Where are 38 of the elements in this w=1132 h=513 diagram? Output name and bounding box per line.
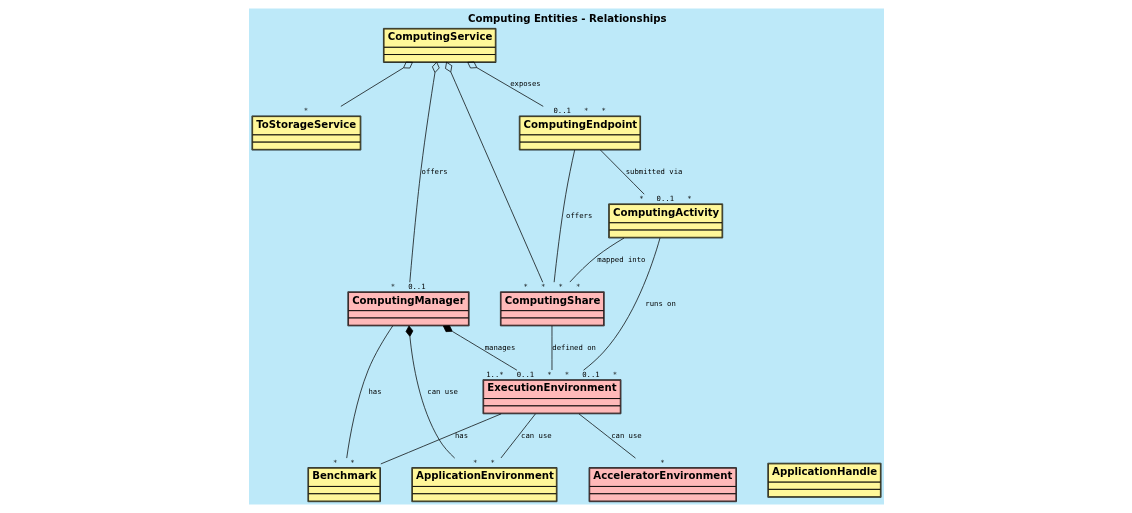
edge-label: manages xyxy=(484,342,515,352)
connector xyxy=(444,61,543,283)
edge-label: can use xyxy=(426,386,458,396)
connector xyxy=(578,413,636,459)
node-label: 1..* 0..1 * * 0..1 * xyxy=(485,369,617,379)
connector xyxy=(379,413,501,465)
edge-label: has xyxy=(454,430,468,440)
connector xyxy=(405,325,455,459)
node-label: * 0..1 * xyxy=(638,193,692,203)
edge-label: has xyxy=(368,386,382,396)
edge-label: runs on xyxy=(644,298,676,308)
connector xyxy=(569,237,624,283)
node-label: * 0..1 xyxy=(390,281,426,291)
connector xyxy=(442,325,517,371)
connector xyxy=(553,149,575,283)
node-label: * xyxy=(659,457,665,467)
node-label: * xyxy=(303,106,308,116)
connector xyxy=(582,237,660,371)
connector xyxy=(500,413,536,459)
edge-label: mapped into xyxy=(596,254,645,264)
node-label: 0..1 * * xyxy=(552,106,606,116)
node-label: * * * * xyxy=(523,281,580,291)
edge-label: submitted via xyxy=(625,167,682,177)
connector xyxy=(466,61,544,107)
connector xyxy=(345,325,393,459)
node-label: * * xyxy=(332,457,355,467)
edge-label: defined on xyxy=(551,342,596,352)
connector xyxy=(408,61,440,283)
connector xyxy=(340,61,413,107)
diagram-title: Computing Entities - Relationships xyxy=(467,12,667,24)
edge-label: offers xyxy=(421,167,448,177)
edge-label: exposes xyxy=(509,79,541,89)
node-label: * * xyxy=(472,457,495,467)
connector xyxy=(599,149,645,195)
edge-label: can use xyxy=(610,430,642,440)
edge-label: offers xyxy=(565,210,592,220)
edge-label: can use xyxy=(520,430,552,440)
connector xyxy=(551,325,552,371)
